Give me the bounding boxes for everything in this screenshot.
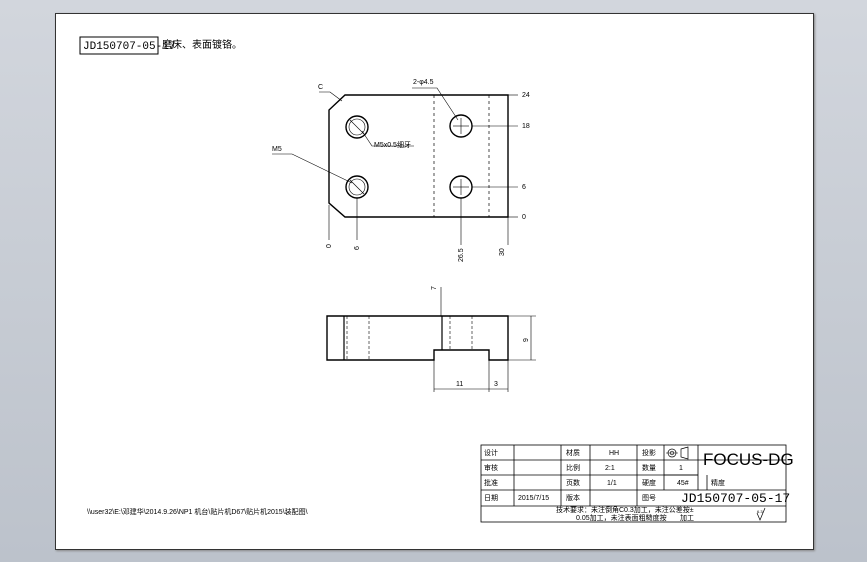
top-view bbox=[272, 87, 518, 245]
tb-qty-value: 1 bbox=[679, 465, 683, 472]
tb-scale-label: 比例 bbox=[566, 463, 580, 472]
tb-tech-req-3: 加工 bbox=[680, 513, 694, 522]
hole-note: 2-φ4.5 bbox=[413, 79, 434, 86]
thread-hole-top-left bbox=[345, 115, 369, 139]
dim-right-6: 6 bbox=[522, 184, 526, 191]
tb-date-value: 2015/7/15 bbox=[518, 495, 549, 502]
tb-drawing-no: JD150707-05-17 bbox=[681, 491, 790, 506]
tb-tech-req-2: 0.05加工，未注表面粗糙度按 bbox=[576, 513, 667, 522]
dim-right-0: 0 bbox=[522, 214, 526, 221]
roughness-symbol: 6.3 bbox=[757, 509, 763, 514]
title-block bbox=[480, 444, 787, 523]
chamfer-label: C bbox=[318, 84, 323, 91]
drawing-sheet bbox=[55, 13, 814, 550]
dim-right-24: 24 bbox=[522, 92, 530, 99]
tb-tolerance-label: 精度 bbox=[711, 478, 725, 487]
dim-slot-3: 3 bbox=[494, 381, 498, 388]
file-path: \\user32\E:\邓建华\2014.9.26\NP1 机台\贴片机D67\… bbox=[87, 507, 308, 516]
tb-count-value: 1/1 bbox=[607, 480, 617, 487]
dim-slot-11: 11 bbox=[456, 381, 463, 388]
tb-version-label: 版本 bbox=[566, 493, 580, 502]
tb-drawing-no-label: 图号 bbox=[642, 494, 656, 502]
tb-company: FOCUS-DG bbox=[703, 450, 794, 469]
tb-count-label: 页数 bbox=[566, 478, 580, 487]
dim-right-18: 18 bbox=[522, 123, 530, 130]
tb-approve-label: 批准 bbox=[484, 478, 498, 487]
drawing-note: 磨床、表面镀铬。 bbox=[162, 38, 242, 51]
dim-side-7: 7 bbox=[431, 286, 438, 290]
dim-bottom-26-5: 26.5 bbox=[458, 248, 465, 262]
front-view bbox=[326, 287, 536, 392]
tb-review-label: 审核 bbox=[484, 463, 498, 472]
top-view-outline bbox=[328, 94, 509, 218]
tb-projection-label: 投影 bbox=[642, 448, 656, 457]
front-view-outline bbox=[326, 315, 509, 361]
tb-hardness-value: 45# bbox=[677, 480, 689, 487]
tb-qty-label: 数量 bbox=[642, 463, 656, 472]
dim-side-9: 9 bbox=[523, 338, 530, 342]
tb-date-label: 日期 bbox=[484, 494, 498, 502]
tb-material-label: 材质 bbox=[566, 448, 580, 457]
tb-design-label: 设计 bbox=[484, 448, 498, 457]
m5-label: M5 bbox=[272, 146, 282, 153]
tb-scale-value: 2:1 bbox=[605, 465, 615, 472]
tb-tech-req-1: 技术要求：未注倒角C0.3加工，未注公差按± bbox=[556, 505, 694, 514]
dim-bottom-6: 6 bbox=[354, 246, 361, 250]
dim-bottom-0: 0 bbox=[326, 244, 333, 248]
drawing-number-label: JD150707-05-17 bbox=[83, 41, 175, 53]
dim-bottom-30: 30 bbox=[499, 248, 506, 256]
tb-material-value: HH bbox=[609, 450, 619, 457]
tb-hardness-label: 硬度 bbox=[642, 478, 656, 487]
drawing-number-box bbox=[79, 36, 159, 55]
thread-note: M5x0.5细牙 bbox=[374, 140, 411, 149]
